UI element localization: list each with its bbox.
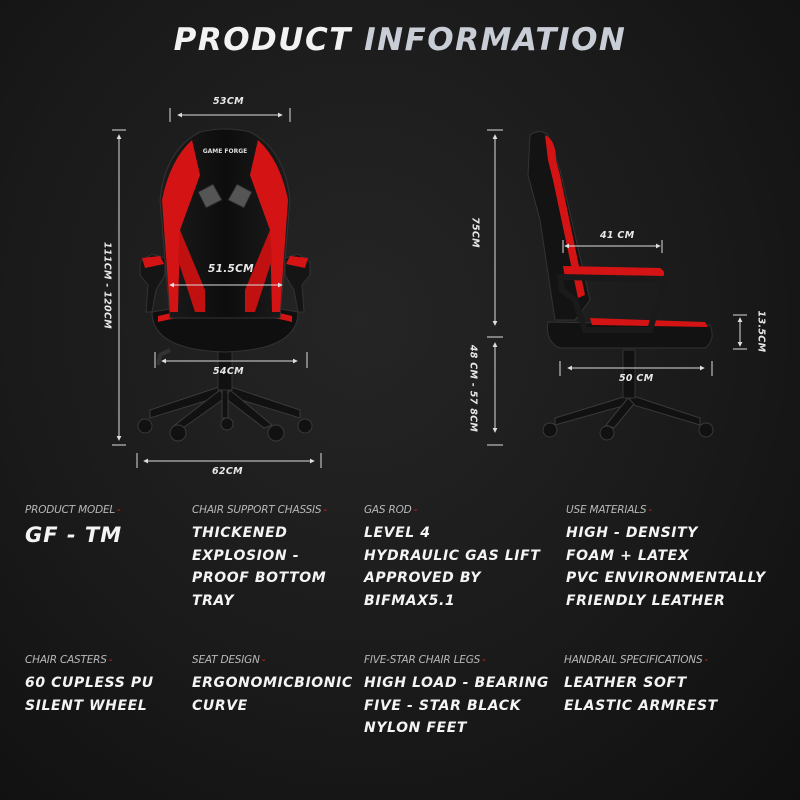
spec-label: CHAIR CASTERS: [25, 654, 107, 666]
brand-logo: GAME FORGE: [203, 148, 248, 155]
title-part-information: INFORMATION: [351, 22, 627, 58]
spec-product-model: PRODUCT MODEL- GF - TM: [25, 504, 123, 547]
spec-label: HANDRAIL SPECIFICATIONS: [564, 654, 703, 666]
spec-seat-design: SEAT DESIGN- ERGONOMICBIONIC CURVE: [192, 654, 353, 717]
spec-chair-support-chassis: CHAIR SUPPORT CHASSIS- THICKENED EXPLOSI…: [192, 504, 327, 612]
spec-label: PRODUCT MODEL: [25, 504, 116, 516]
dim-total-height: 111CM - 120CM: [101, 242, 113, 329]
spec-value: GF - TM: [25, 523, 123, 547]
dim-armrest-length: 41 CM: [600, 230, 635, 241]
page-title: PRODUCT INFORMATION: [0, 22, 800, 58]
spec-value: 60 CUPLESS PU SILENT WHEEL: [25, 675, 154, 714]
front-chair-illustration: GAME FORGE: [137, 128, 313, 442]
spec-label: SEAT DESIGN: [192, 654, 260, 666]
side-chair-illustration: [527, 131, 714, 441]
spec-use-materials: USE MATERIALS- HIGH - DENSITY FOAM + LAT…: [566, 504, 766, 612]
dim-backrest-width: 51.5CM: [208, 263, 254, 275]
spec-value: HIGH LOAD - BEARING FIVE - STAR BLACK NY…: [364, 675, 550, 736]
spec-value: HIGH - DENSITY FOAM + LATEX PVC ENVIRONM…: [566, 525, 766, 609]
dim-base-width: 62CM: [212, 466, 243, 477]
spec-label: FIVE-STAR CHAIR LEGS: [364, 654, 481, 666]
spec-value: LEVEL 4 HYDRAULIC GAS LIFT APPROVED BY B…: [364, 525, 541, 609]
dim-seat-width: 54CM: [213, 366, 244, 377]
dim-seat-height: 48 CM - 57 8CM: [467, 344, 479, 433]
spec-value: LEATHER SOFT ELASTIC ARMREST: [564, 675, 718, 714]
spec-label: CHAIR SUPPORT CHASSIS: [192, 504, 322, 516]
spec-value: ERGONOMICBIONIC CURVE: [192, 675, 353, 714]
spec-label: GAS ROD: [364, 504, 412, 516]
dim-headrest-width: 53CM: [213, 96, 244, 107]
spec-chair-casters: CHAIR CASTERS- 60 CUPLESS PU SILENT WHEE…: [25, 654, 154, 717]
dim-seat-depth: 50 CM: [619, 373, 654, 384]
spec-handrail-specifications: HANDRAIL SPECIFICATIONS- LEATHER SOFT EL…: [564, 654, 718, 717]
spec-label: USE MATERIALS: [566, 504, 647, 516]
spec-gas-rod: GAS ROD- LEVEL 4 HYDRAULIC GAS LIFT APPR…: [364, 504, 540, 612]
dim-armrest-height: 13.5CM: [755, 310, 767, 353]
title-part-product: PRODUCT: [173, 22, 352, 58]
spec-value: THICKENED EXPLOSION - PROOF BOTTOM TRAY: [192, 525, 327, 609]
spec-five-star-chair-legs: FIVE-STAR CHAIR LEGS- HIGH LOAD - BEARIN…: [364, 654, 549, 740]
dim-backrest-height: 75CM: [469, 217, 481, 248]
